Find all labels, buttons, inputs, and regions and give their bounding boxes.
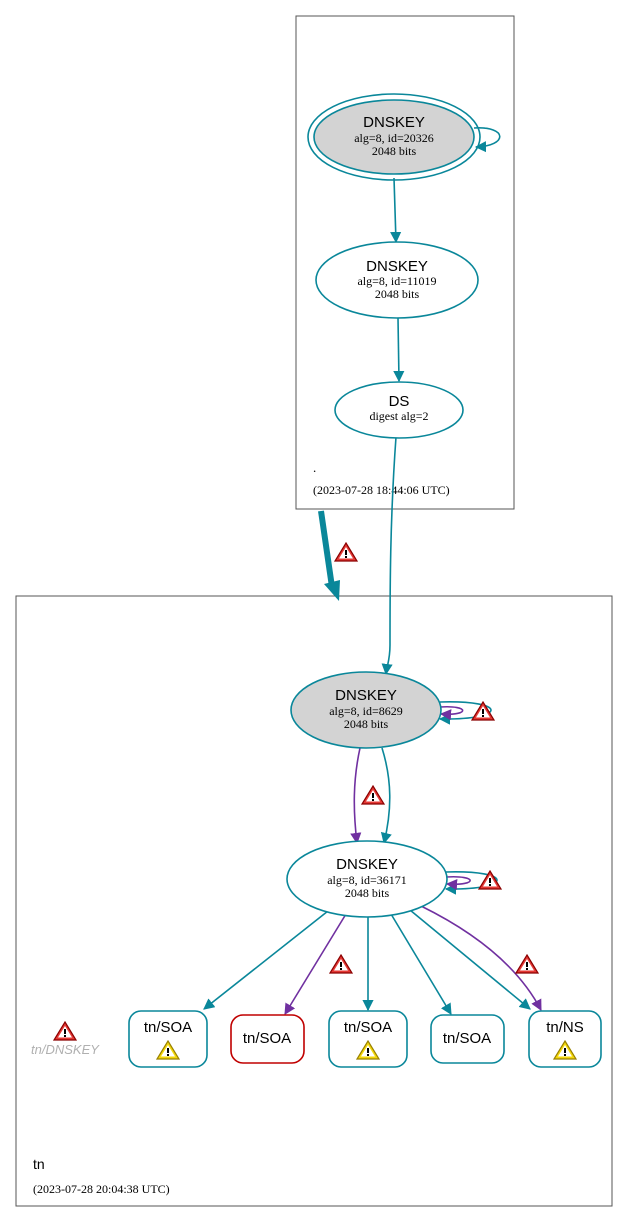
error-triangle-icon <box>515 954 539 974</box>
node-rr3-label: tn/SOA <box>344 1019 392 1036</box>
node-tn-zsk-bits: 2048 bits <box>345 886 390 900</box>
node-tn-ksk[interactable]: DNSKEY alg=8, id=8629 2048 bits <box>290 671 442 749</box>
node-root-ksk[interactable]: DNSKEY alg=8, id=20326 2048 bits <box>307 93 481 181</box>
node-tn-ds[interactable]: DS digest alg=2 <box>334 381 464 439</box>
edge-tn-zsk-to-rr5-teal <box>409 909 531 1010</box>
node-tn-zsk-type: DNSKEY <box>336 856 398 873</box>
edge-tn-zsk-to-rr5-purple <box>420 905 542 1011</box>
edge-tn-zsk-self-purple <box>445 875 471 891</box>
edge-tn-zsk-to-rr4 <box>390 913 452 1015</box>
node-rr2-soa[interactable]: tn/SOA <box>230 1014 305 1064</box>
edge-tn-zsk-self-teal <box>444 871 498 895</box>
node-root-zsk[interactable]: DNSKEY alg=8, id=11019 2048 bits <box>315 241 479 319</box>
edge-ds-to-tn-ksk <box>381 436 397 676</box>
edge-tn-ksk-self-purple <box>439 705 464 721</box>
node-rr3-soa[interactable]: tn/SOA <box>328 1010 408 1068</box>
node-rr2-label: tn/SOA <box>243 1030 291 1047</box>
node-rr1-label: tn/SOA <box>144 1019 192 1036</box>
zone-tn-timestamp: (2023-07-28 20:04:38 UTC) <box>33 1182 170 1196</box>
node-tn-zsk-detail: alg=8, id=36171 <box>327 873 407 887</box>
error-triangle-icon <box>334 542 358 562</box>
delegation-arrow <box>318 510 340 601</box>
edge-root-zsk-to-ds <box>393 317 405 383</box>
node-root-ksk-type: DNSKEY <box>363 114 425 131</box>
edge-tn-ksk-self-teal <box>438 701 492 725</box>
error-triangle-icon <box>361 785 385 805</box>
error-triangle-icon <box>329 954 353 974</box>
node-tn-ds-type: DS <box>389 393 410 410</box>
node-rr4-soa[interactable]: tn/SOA <box>430 1014 505 1064</box>
node-tn-zsk[interactable]: DNSKEY alg=8, id=36171 2048 bits <box>286 840 448 918</box>
node-tn-ds-detail: digest alg=2 <box>369 409 428 423</box>
node-root-ksk-detail: alg=8, id=20326 <box>354 131 434 145</box>
node-tn-ksk-bits: 2048 bits <box>344 717 389 731</box>
node-root-zsk-bits: 2048 bits <box>375 287 420 301</box>
error-triangle-icon <box>53 1021 77 1041</box>
node-rr1-soa[interactable]: tn/SOA <box>128 1010 208 1068</box>
edge-root-ksk-self <box>473 127 501 153</box>
node-root-zsk-detail: alg=8, id=11019 <box>357 274 436 288</box>
node-tn-ksk-detail: alg=8, id=8629 <box>329 704 403 718</box>
node-root-ksk-bits: 2048 bits <box>372 144 417 158</box>
zone-root-timestamp: (2023-07-28 18:44:06 UTC) <box>313 483 450 497</box>
node-missing-dnskey-label: tn/DNSKEY <box>31 1042 100 1057</box>
zone-tn-name: tn <box>33 1156 45 1172</box>
node-tn-ksk-type: DNSKEY <box>335 687 397 704</box>
edge-tn-ksk-to-zsk-purple <box>350 747 362 845</box>
edge-tn-ksk-to-zsk-teal <box>380 747 392 845</box>
node-missing-dnskey[interactable]: tn/DNSKEY <box>31 1021 100 1057</box>
zone-root: . (2023-07-28 18:44:06 UTC) <box>295 15 515 510</box>
node-rr5-ns[interactable]: tn/NS <box>528 1010 602 1068</box>
node-rr5-label: tn/NS <box>546 1019 584 1036</box>
node-root-zsk-type: DNSKEY <box>366 258 428 275</box>
edge-root-ksk-to-zsk <box>390 177 402 244</box>
edge-tn-zsk-to-rr1 <box>203 910 329 1010</box>
edge-tn-zsk-to-rr2 <box>284 913 347 1015</box>
node-rr4-label: tn/SOA <box>443 1030 491 1047</box>
zone-root-name: . <box>313 460 316 475</box>
zone-tn: tn (2023-07-28 20:04:38 UTC) <box>15 595 613 1207</box>
